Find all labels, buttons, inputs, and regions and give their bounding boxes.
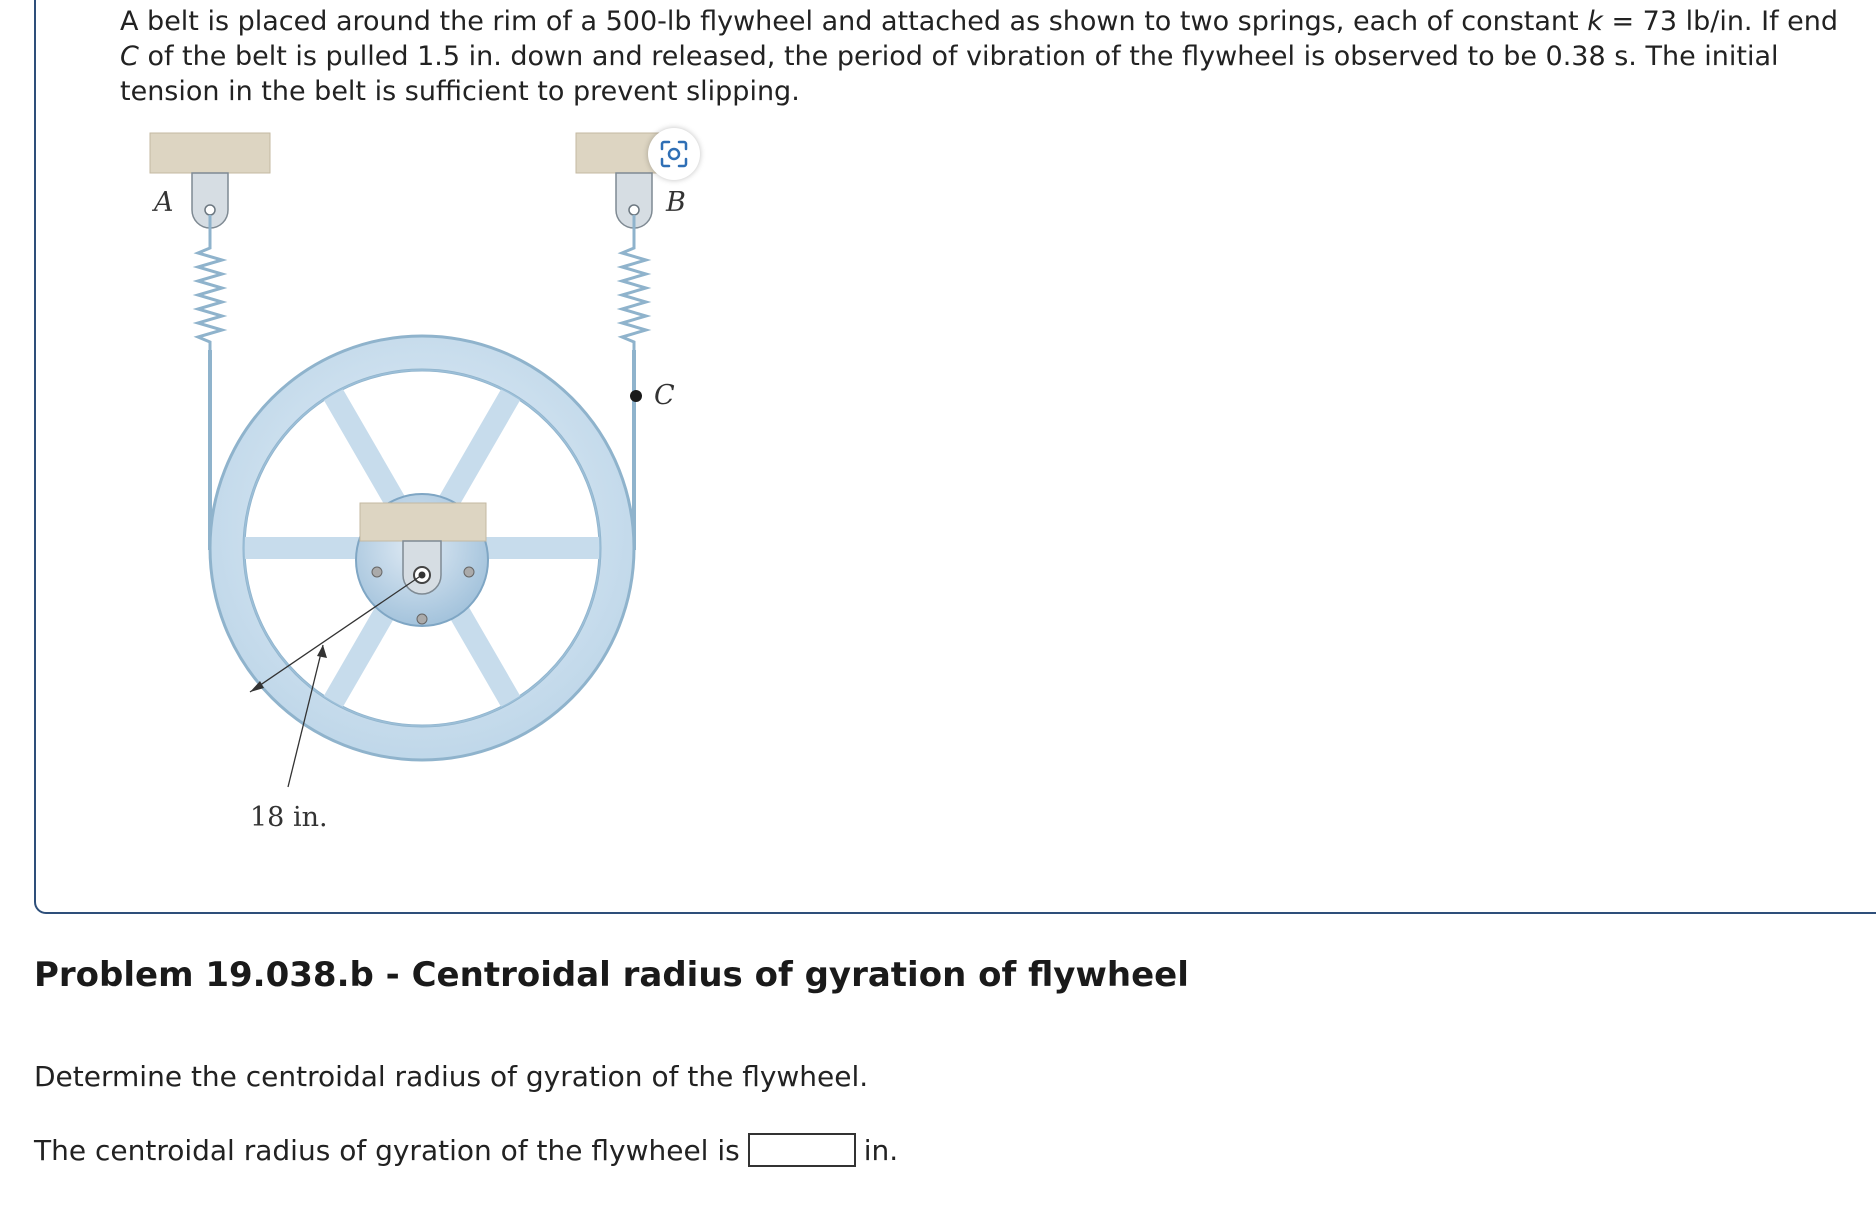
part-title: Problem 19.038.b - Centroidal radius of …: [34, 955, 1189, 995]
answer-line: The centroidal radius of gyration of the…: [34, 1130, 898, 1170]
answer-prefix: The centroidal radius of gyration of the…: [34, 1133, 740, 1167]
bracket-a-pin: [204, 204, 216, 216]
focus-camera-glyph: [660, 140, 688, 168]
stem-text-1: A belt is placed around the rim of a 500…: [120, 6, 1588, 37]
radius-dimension-line: [249, 574, 423, 693]
label-b: B: [666, 187, 686, 218]
point-c-marker: [630, 390, 642, 402]
radius-leader-line: [287, 644, 324, 788]
bracket-b-pin: [628, 204, 640, 216]
label-c: C: [654, 380, 675, 411]
flywheel-diagram: [149, 132, 687, 788]
support-a: [149, 132, 271, 174]
answer-unit: in.: [863, 1133, 899, 1167]
stem-text-2: = 73 lb/in. If end: [1602, 6, 1839, 37]
support-center: [359, 502, 487, 542]
label-a: A: [154, 187, 174, 218]
spring-a: [192, 215, 228, 350]
part-question: Determine the centroidal radius of gyrat…: [34, 1060, 869, 1093]
stem-text-3: of the belt is pulled 1.5 in. down and r…: [120, 41, 1779, 107]
stem-variable-c: C: [120, 41, 139, 72]
spring-b: [616, 215, 652, 350]
stem-variable-k: k: [1587, 6, 1603, 37]
bracket-b: [615, 172, 653, 229]
focus-camera-icon[interactable]: [648, 128, 700, 180]
problem-statement-panel: [34, 0, 1876, 914]
flywheel-figure: A B C 18 in.: [120, 110, 740, 850]
radius-dimension-label: 18 in.: [250, 802, 328, 833]
problem-stem: A belt is placed around the rim of a 500…: [120, 4, 1840, 109]
answer-input[interactable]: [747, 1133, 856, 1167]
bracket-a: [191, 172, 229, 229]
